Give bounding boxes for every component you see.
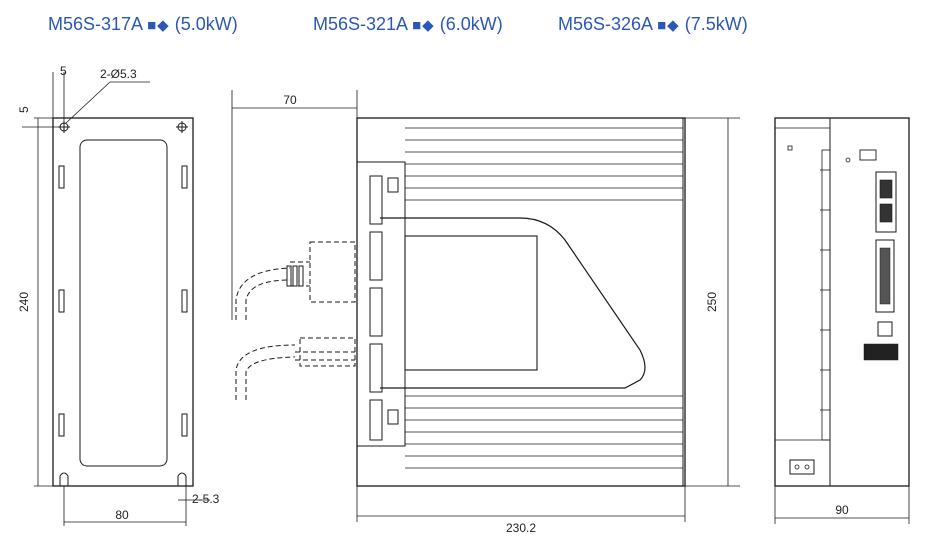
- model-name: M56S-317A: [48, 14, 143, 34]
- side-view: 70 230.2 250: [231, 90, 740, 535]
- side-view-dimensions: [231, 90, 740, 522]
- model-name: M56S-326A: [558, 14, 653, 34]
- back-plate-outline: [52, 117, 194, 487]
- front-ethernet-ports: [875, 171, 897, 233]
- model-header: M56S-317A ■◆ (5.0kW) M56S-321A ■◆ (6.0kW…: [0, 14, 927, 44]
- model-power: (5.0kW): [174, 14, 238, 34]
- side-label-panel: [404, 235, 538, 371]
- model-326a: M56S-326A ■◆ (7.5kW): [558, 14, 748, 35]
- front-edge-connectors: [356, 161, 406, 447]
- front-view-dimensions: [774, 486, 910, 524]
- dim-depth: 230.2: [506, 521, 536, 535]
- front-body-outline: [774, 117, 910, 487]
- dim-slot-bottom: 2-5.3: [192, 492, 220, 506]
- front-small-port: [877, 321, 893, 337]
- dim-offset-side: 5: [60, 64, 67, 78]
- front-led: [787, 145, 793, 151]
- cable-connector-upper: [286, 265, 304, 287]
- front-top-connector: [859, 149, 877, 161]
- cables-dashed: [235, 241, 356, 400]
- bottom-slot-left: [59, 472, 69, 486]
- dim-width-80: 80: [115, 508, 129, 522]
- back-view-dimensions: [22, 72, 210, 526]
- dim-height-240: 240: [17, 292, 31, 312]
- model-name: M56S-321A: [313, 14, 408, 34]
- dim-offset-top: 5: [17, 106, 31, 113]
- dim-width-90: 90: [835, 503, 849, 517]
- bottom-slot-right: [177, 472, 187, 486]
- model-321a: M56S-321A ■◆ (6.0kW): [313, 14, 503, 35]
- model-symbols: ■◆: [657, 17, 680, 34]
- model-symbols: ■◆: [147, 17, 170, 34]
- front-indicator: [845, 157, 851, 163]
- front-fins: [820, 149, 831, 441]
- dim-cable-extent: 70: [283, 93, 297, 107]
- front-terminal: [863, 343, 899, 361]
- heatsink-fins: [405, 127, 683, 469]
- mount-hole-top-right: [176, 121, 188, 133]
- back-window: [79, 139, 168, 467]
- front-ground-terminal: [789, 459, 815, 475]
- side-slots: [58, 165, 188, 437]
- model-power: (7.5kW): [684, 14, 748, 34]
- front-view: 90: [774, 117, 910, 524]
- side-cover: [380, 217, 646, 389]
- side-body-outline: [356, 117, 686, 487]
- back-view: 240 5 5 2-Ø5.3 2-5.3 80: [17, 64, 220, 526]
- model-power: (6.0kW): [439, 14, 503, 34]
- dim-height-250: 250: [705, 292, 719, 312]
- model-symbols: ■◆: [412, 17, 435, 34]
- dim-mount-holes: 2-Ø5.3: [100, 67, 137, 81]
- model-317a: M56S-317A ■◆ (5.0kW): [48, 14, 238, 35]
- front-io-connector: [875, 239, 895, 313]
